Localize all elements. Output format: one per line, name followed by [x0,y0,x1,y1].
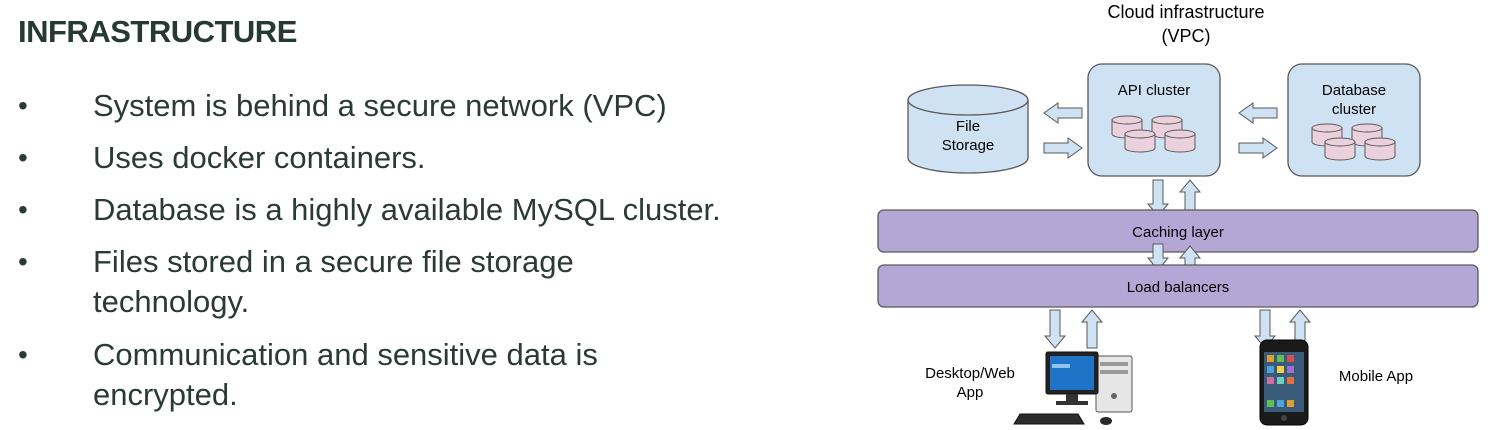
bullet-list: • System is behind a secure network (VPC… [18,86,848,428]
bullet-item: • Communication and sensitive data is en… [18,335,848,415]
bullet-item: • Database is a highly available MySQL c… [18,190,848,230]
mobile-phone-icon [1259,339,1309,426]
bullet-text: Communication and sensitive data is [93,337,598,372]
bullet-item: • Uses docker containers. [18,138,848,178]
file-storage-label: File [956,118,980,135]
bullet-text: System is behind a secure network (VPC) [93,88,667,123]
bullet-text: Files stored in a secure file storage [93,244,574,279]
arrow-left-icon [1043,102,1083,124]
arrow-left-icon [1238,102,1278,124]
arrow-down-icon [1146,243,1170,271]
desktop-app-label-2: App [957,384,984,401]
database-cluster-box [1287,63,1421,177]
bullet-item: • System is behind a secure network (VPC… [18,86,848,126]
bullet-item: • Files stored in a secure file storage … [18,242,848,322]
caching-layer-bar [877,209,1479,253]
cloud-title: Cloud infrastructure [1107,2,1264,22]
bullet-dot: • [18,142,28,173]
arrow-right-icon [1238,137,1278,159]
diagram-canvas: Cloud infrastructure (VPC) File Storage … [877,2,1479,426]
bullet-text: Uses docker containers. [93,140,426,175]
bullet-text-continued: technology. [93,284,250,319]
api-cluster-label: API cluster [1118,82,1191,99]
load-balancers-bar [877,264,1479,308]
slide-heading: INFRASTRUCTURE [18,14,297,49]
desktop-app-label: Desktop/Web [925,365,1015,382]
bullet-text: Database is a highly available MySQL clu… [93,192,721,227]
file-storage-label-2: Storage [942,137,995,154]
infrastructure-diagram: Cloud infrastructure (VPC) File Storage … [860,0,1500,430]
arrow-right-icon [1043,137,1083,159]
bullet-text-continued: encrypted. [93,377,238,412]
bullet-dot: • [18,194,28,225]
arrow-up-icon [1080,309,1104,349]
load-balancers-label: Load balancers [1127,279,1230,296]
database-cluster-label: Database [1322,82,1386,99]
bullet-dot: • [18,90,28,121]
cloud-title-sub: (VPC) [1162,26,1211,46]
arrow-down-icon [1043,309,1067,349]
bullet-dot: • [18,339,28,370]
desktop-computer-icon [1013,351,1133,425]
caching-layer-label: Caching layer [1132,224,1224,241]
bullet-dot: • [18,246,28,277]
mobile-app-label: Mobile App [1339,368,1413,385]
file-storage-cylinder [907,84,1029,174]
database-cluster-label-2: cluster [1332,101,1376,118]
